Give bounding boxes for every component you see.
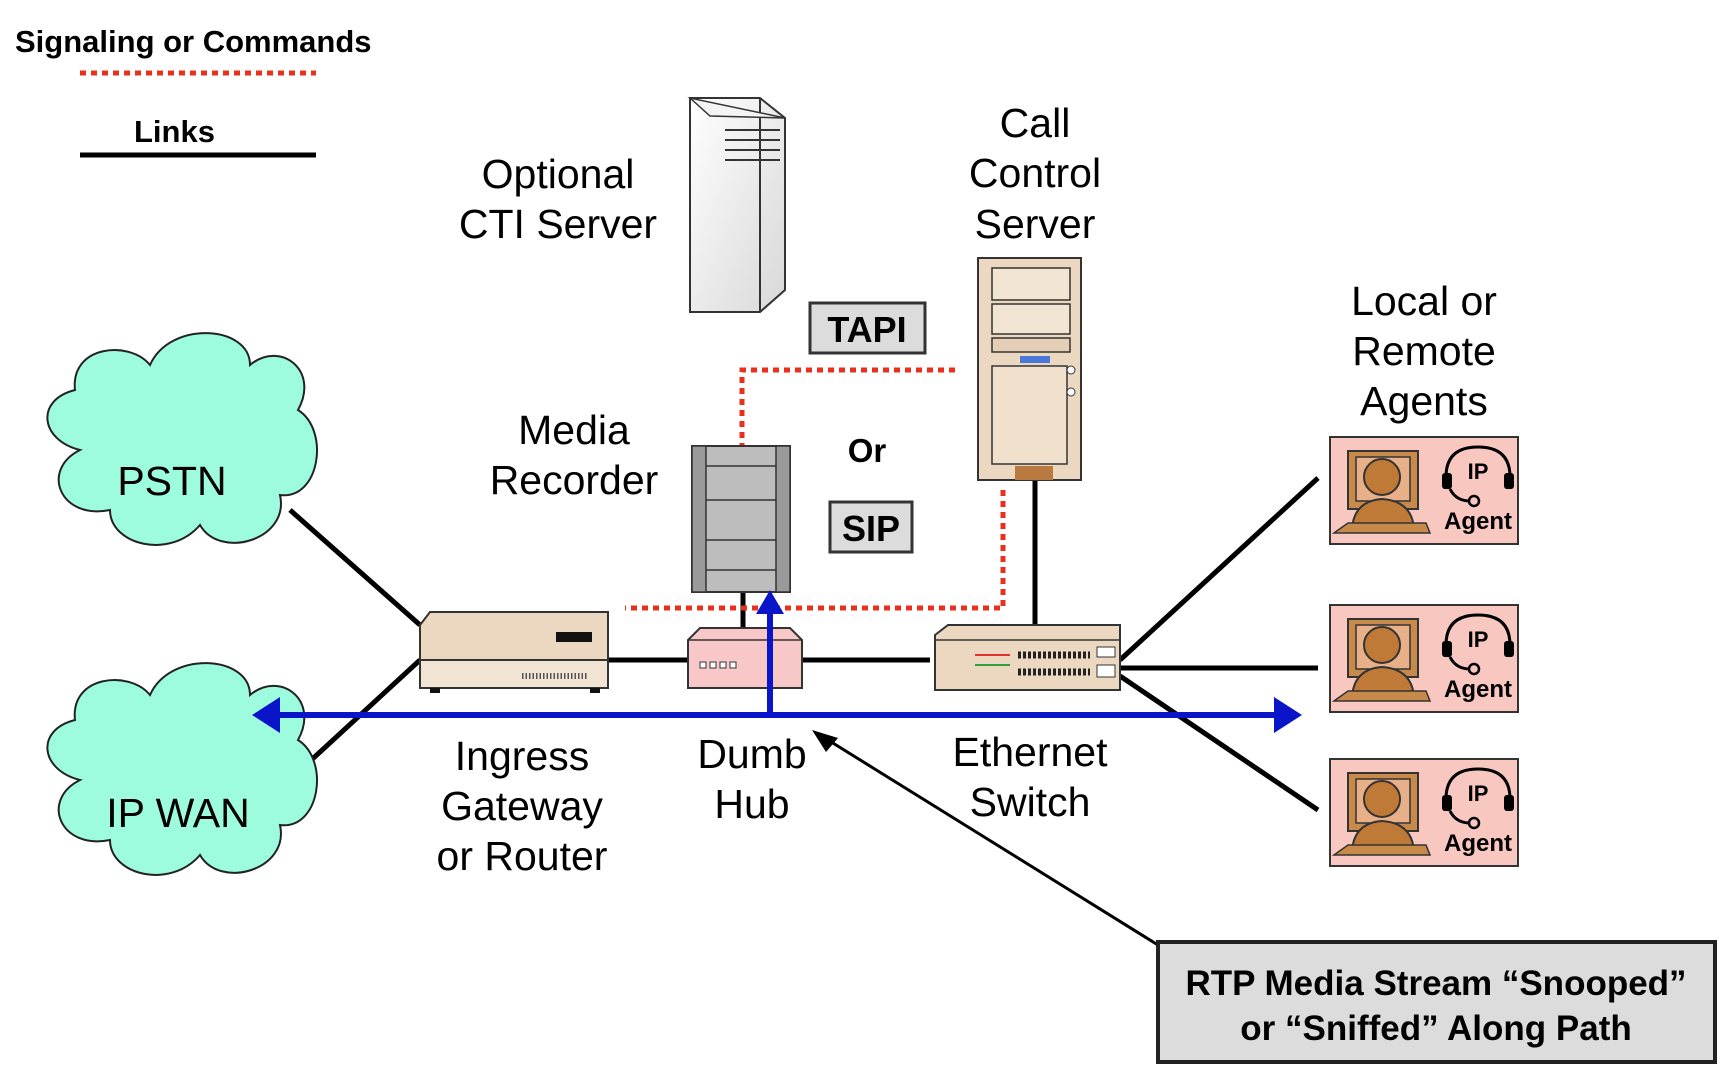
sip-box: SIP <box>828 500 914 554</box>
agent-person-icon <box>1331 772 1432 856</box>
media-recorder-label-line2: Recorder <box>490 457 659 503</box>
legend-signaling-label: Signaling or Commands <box>15 24 372 59</box>
hub-label-line1: Dumb <box>697 731 806 777</box>
cti-server-label-line1: Optional <box>482 151 635 197</box>
switch-label-line1: Ethernet <box>953 729 1109 775</box>
rtp-stream-arrow-left <box>252 697 280 733</box>
pstn-label: PSTN <box>117 458 226 504</box>
or-label: Or <box>848 432 887 469</box>
rtp-media-stream <box>252 590 1302 733</box>
call-control-label-line1: Call <box>1000 100 1071 146</box>
signaling-cti-recorder <box>739 367 955 448</box>
call-control-label-line3: Server <box>975 201 1096 247</box>
agents-title-line1: Local or <box>1351 278 1497 324</box>
cti-server-icon <box>687 96 786 313</box>
callout-line2: or “Sniffed” Along Path <box>1240 1009 1631 1048</box>
ingress-gateway-icon <box>419 611 609 693</box>
agent-ip-label: IP <box>1468 781 1489 806</box>
agent-cards: IP Agent IP Agent <box>1329 436 1519 867</box>
pstn-cloud: PSTN <box>46 332 318 546</box>
signaling-callcontrol-recorder <box>625 490 1006 611</box>
ipwan-cloud: IP WAN <box>46 662 318 876</box>
legend: Signaling or Commands Links <box>15 24 372 158</box>
agents-title-line2: Remote <box>1352 328 1496 374</box>
agent-card: IP Agent <box>1329 436 1519 545</box>
signaling-lines <box>625 367 1006 611</box>
gateway-label-line3: or Router <box>437 833 608 879</box>
link-pstn-gateway <box>288 508 422 627</box>
ipwan-label: IP WAN <box>106 790 250 836</box>
agent-ip-label: IP <box>1468 459 1489 484</box>
link-switch-agent1 <box>1118 476 1320 662</box>
ethernet-switch-icon <box>934 624 1121 691</box>
cti-server-label-line2: CTI Server <box>459 201 657 247</box>
media-recorder-icon <box>691 445 791 593</box>
callout-pointer-arrowhead <box>812 730 838 752</box>
headset-icon <box>1442 767 1514 830</box>
call-control-server-icon <box>977 257 1082 481</box>
switch-label-line2: Switch <box>970 779 1091 825</box>
agent-card: IP Agent <box>1329 758 1519 867</box>
rtp-stream-arrow-right <box>1274 697 1302 733</box>
agent-person-icon <box>1331 618 1432 702</box>
agent-label: Agent <box>1444 830 1512 857</box>
dumb-hub-icon <box>687 627 803 689</box>
headset-icon <box>1442 613 1514 676</box>
callout-line1: RTP Media Stream “Snooped” <box>1185 964 1686 1003</box>
agent-person-icon <box>1331 450 1432 534</box>
rtp-stream-arrow-up <box>756 590 784 614</box>
tapi-label: TAPI <box>827 309 906 350</box>
tapi-box: TAPI <box>808 301 927 355</box>
hub-label-line2: Hub <box>714 781 789 827</box>
rtp-callout-box: RTP Media Stream “Snooped” or “Sniffed” … <box>1156 940 1717 1064</box>
link-switch-agent3 <box>1118 673 1320 813</box>
agent-label: Agent <box>1444 508 1512 535</box>
agent-ip-label: IP <box>1468 627 1489 652</box>
pstn-cloud-shape <box>46 332 318 546</box>
ipwan-cloud-shape <box>46 662 318 876</box>
callout-pointer <box>819 733 1159 947</box>
headset-icon <box>1442 445 1514 508</box>
agent-card: IP Agent <box>1329 604 1519 713</box>
gateway-label-line2: Gateway <box>441 783 603 829</box>
agent-label: Agent <box>1444 676 1512 703</box>
call-control-label-line2: Control <box>969 150 1101 196</box>
agents-title-line3: Agents <box>1360 378 1488 424</box>
legend-links-label: Links <box>134 114 215 149</box>
sip-label: SIP <box>842 508 900 549</box>
gateway-label-line1: Ingress <box>455 733 589 779</box>
media-recorder-label-line1: Media <box>518 407 630 453</box>
